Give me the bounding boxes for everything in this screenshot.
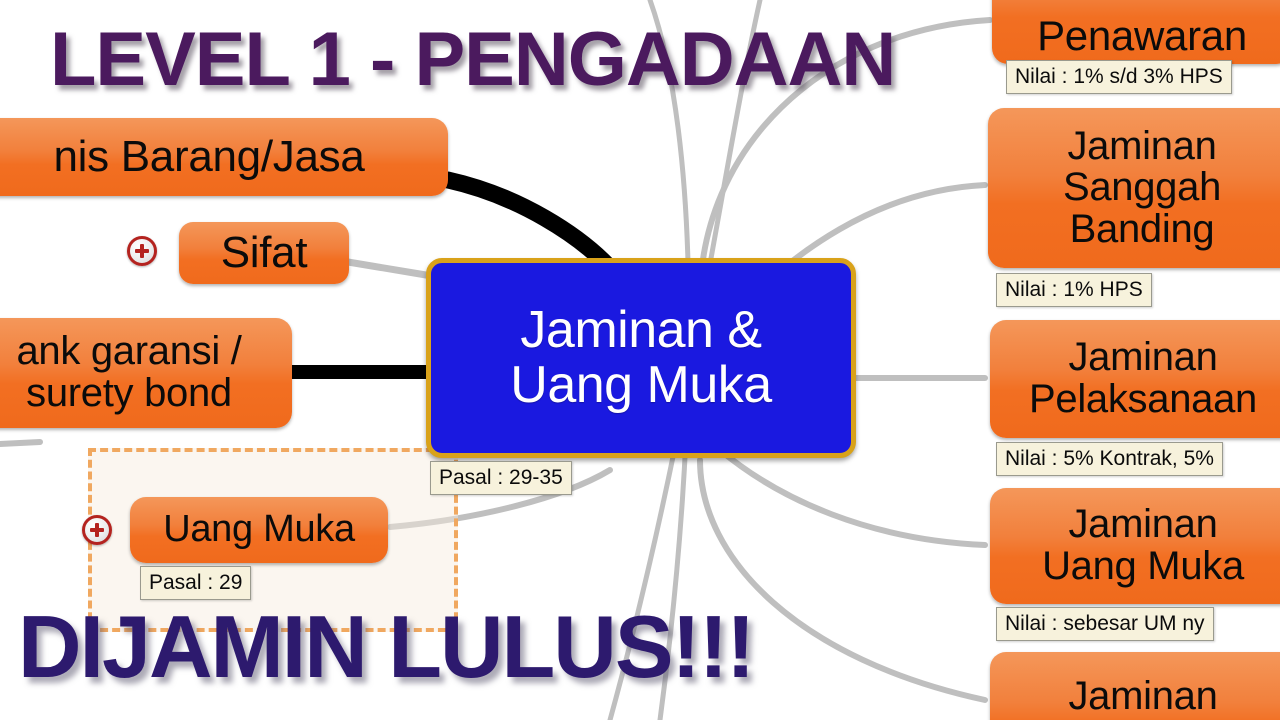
wire-stub-left — [0, 439, 43, 447]
tag-jaminan-pelaksanaan-nilai: Nilai : 5% Kontrak, 5% — [996, 442, 1223, 476]
node-uang-muka-label: Uang Muka — [163, 508, 355, 551]
node-jaminan-bottom-label: Jaminan — [1068, 674, 1218, 718]
node-jenis-barang-jasa[interactable]: nis Barang/Jasa — [0, 118, 448, 196]
node-uang-muka[interactable]: Uang Muka — [130, 497, 388, 563]
wire-black-jenis-barang — [439, 171, 619, 277]
node-jaminan-sanggah-banding[interactable]: Jaminan Sanggah Banding — [988, 108, 1280, 268]
tag-central-pasal: Pasal : 29-35 — [430, 461, 572, 495]
node-jaminan-pelaksanaan[interactable]: Jaminan Pelaksanaan — [990, 320, 1280, 438]
node-sifat[interactable]: Sifat — [179, 222, 349, 284]
node-jaminan-uang-muka-line1: Jaminan — [1068, 502, 1218, 547]
tag-uang-muka-pasal: Pasal : 29 — [140, 566, 252, 600]
central-node-label-line2: Uang Muka — [510, 356, 772, 414]
node-jaminan-bottom[interactable]: Jaminan — [990, 652, 1280, 720]
node-jaminan-penawaran[interactable]: Penawaran — [992, 0, 1280, 64]
node-jaminan-sanggah-line3: Banding — [1069, 206, 1215, 251]
node-jenis-barang-jasa-label: nis Barang/Jasa — [53, 132, 365, 182]
plus-circle-icon-sifat[interactable] — [127, 236, 157, 266]
central-node-jaminan-uang-muka[interactable]: Jaminan & Uang Muka — [426, 258, 856, 458]
node-bank-garansi-line1: ank garansi / — [16, 329, 242, 374]
node-jaminan-sanggah-line1: Jaminan — [1067, 123, 1217, 168]
node-jaminan-uang-muka-line2: Uang Muka — [1042, 544, 1244, 588]
wire-to-sifat — [344, 258, 436, 280]
tag-jaminan-uang-muka-nilai: Nilai : sebesar UM ny — [996, 607, 1214, 641]
node-sifat-label: Sifat — [220, 228, 308, 278]
wire-to-jaminan-bottom — [697, 457, 988, 703]
node-bank-garansi-surety-bond[interactable]: ank garansi / surety bond — [0, 318, 292, 428]
central-node-label-line1: Jaminan & — [520, 300, 762, 359]
overlay-caption-top: LEVEL 1 - PENGADAAN — [50, 17, 896, 102]
tag-jaminan-sanggah-nilai: Nilai : 1% HPS — [996, 273, 1152, 307]
node-jaminan-penawaran-label: Penawaran — [1037, 12, 1247, 60]
wire-to-jaminan-uang-muka — [717, 447, 988, 548]
node-bank-garansi-line2: surety bond — [26, 371, 232, 415]
node-jaminan-uang-muka[interactable]: Jaminan Uang Muka — [990, 488, 1280, 604]
plus-circle-icon-uang-muka[interactable] — [82, 515, 112, 545]
wire-to-uang-muka — [387, 467, 613, 530]
node-jaminan-pelaksanaan-line1: Jaminan — [1068, 335, 1218, 380]
node-jaminan-pelaksanaan-line2: Pelaksanaan — [1029, 377, 1257, 421]
overlay-caption-bottom: DIJAMIN LULUS!!! — [18, 597, 755, 696]
tag-jaminan-penawaran-nilai: Nilai : 1% s/d 3% HPS — [1006, 60, 1232, 94]
node-jaminan-sanggah-line2: Sanggah — [1062, 165, 1222, 210]
wire-to-jaminan-penawaran — [697, 17, 993, 303]
